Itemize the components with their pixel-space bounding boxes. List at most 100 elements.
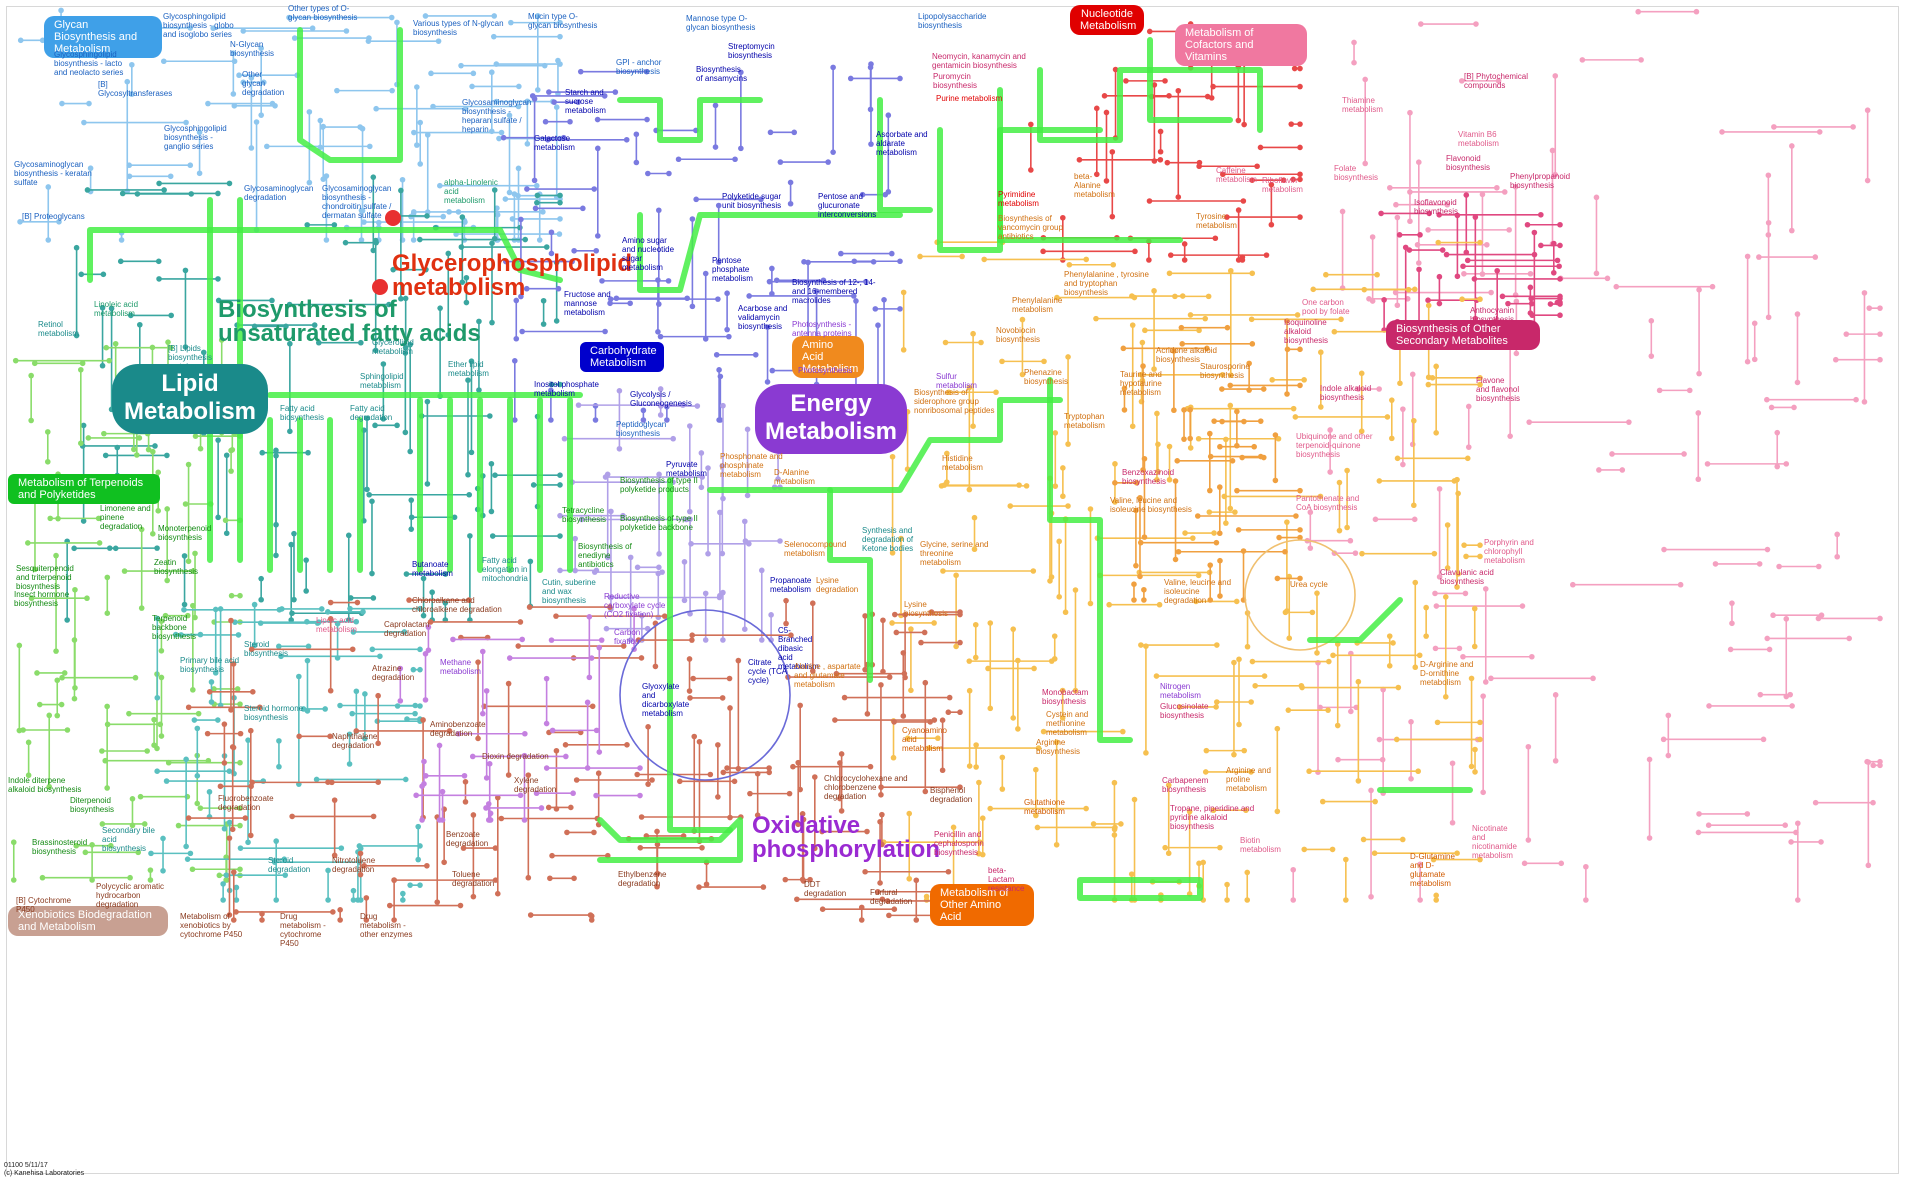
pathway-label-galactose[interactable]: Galactose metabolism	[534, 134, 575, 152]
pathway-label-cyanoamino[interactable]: Cyanoamino acid metabolism	[902, 726, 947, 753]
pathway-label-tetracycline[interactable]: Tetracycline biosynthesis	[562, 506, 607, 524]
pathway-label-beta-lactam[interactable]: beta-Lactam resistance	[988, 866, 1025, 893]
pathway-label-novobiocin[interactable]: Novobiocin biosynthesis	[996, 326, 1041, 344]
pathway-label-photosynthesis[interactable]: Photosynthesis	[798, 366, 853, 375]
pathway-label-siderophore[interactable]: Biosynthesis of siderophore group nonrib…	[914, 388, 995, 415]
pathway-label-carbapenem[interactable]: Carbapenem biosynthesis	[1162, 776, 1209, 794]
pathway-label-glycosphingolipid-globo[interactable]: Glycosphingolipid biosynthesis - globo a…	[163, 12, 234, 39]
pathway-label-primary-bile[interactable]: Primary bile acid biosynthesis	[180, 656, 240, 674]
pathway-label-glycosaminoglycan-heparan[interactable]: Glycosaminoglycan biosynthesis - heparan…	[462, 98, 532, 134]
pathway-label-alpha-linolenic[interactable]: alpha-Linolenic acid metabolism	[444, 178, 498, 205]
pathway-label-limonene[interactable]: Limonene and pinene degradation	[100, 504, 151, 531]
category-cofactors[interactable]: Metabolism of Cofactors and Vitamins	[1175, 24, 1307, 66]
pathway-label-inositol-phosphate[interactable]: Inositol phosphate metabolism	[534, 380, 599, 398]
pathway-label-acridone[interactable]: Acridone alkaloid biosynthesis	[1156, 346, 1217, 364]
pathway-label-glycosyltransferases[interactable]: [B] Glycosyltransferases	[98, 80, 173, 98]
pathway-label-arginine-bio[interactable]: Arginine biosynthesis	[1036, 738, 1081, 756]
category-xenobiotics[interactable]: Xenobiotics Biodegradation and Metabolis…	[8, 906, 168, 936]
pathway-label-pentose-phosphate[interactable]: Pentose phosphate metabolism	[712, 256, 753, 283]
pathway-label-vitamin-b6[interactable]: Vitamin B6 metabolism	[1458, 130, 1499, 148]
pathway-label-biotin[interactable]: Biotin metabolism	[1240, 836, 1281, 854]
pathway-label-terpenoid-backbone[interactable]: Terpenoid backbone biosynthesis	[152, 614, 197, 641]
pathway-label-lipoic[interactable]: Lipoic acid metabolism	[316, 616, 357, 634]
pathway-label-purine[interactable]: Purine metabolism	[936, 94, 1003, 103]
pathway-label-folate[interactable]: Folate biosynthesis	[1334, 164, 1379, 182]
pathway-label-caffeine[interactable]: Caffeine metabolism	[1216, 166, 1257, 184]
pathway-label-vancomycin[interactable]: Biosynthesis of vancomycin group antibio…	[998, 214, 1063, 241]
category-lipid[interactable]: Lipid Metabolism	[112, 364, 268, 434]
pathway-label-fatty-acid-elongation[interactable]: Fatty acid elongation in mitochondria	[482, 556, 528, 583]
pathway-label-gpi-anchor[interactable]: GPI - anchor biosynthesis	[616, 58, 662, 76]
pathway-label-linoleic[interactable]: Linoleic acid metabolism	[94, 300, 139, 318]
pathway-label-monoterpenoid[interactable]: Monoterpenoid biosynthesis	[158, 524, 212, 542]
pathway-label-glyoxylate[interactable]: Glyoxylate and dicarboxylate metabolism	[642, 682, 690, 718]
pathway-label-n-glycan[interactable]: N-Glycan biosynthesis	[230, 40, 275, 58]
pathway-label-propanoate[interactable]: Propanoate metabolism	[770, 576, 812, 594]
pathway-label-penicillin[interactable]: Penicillin and cephalosporin biosynthesi…	[934, 830, 984, 857]
pathway-label-cys-met[interactable]: Cystein and methionine metabolism	[1046, 710, 1089, 737]
pathway-label-secondary-bile[interactable]: Secondary bile acid biosynthesis	[102, 826, 155, 853]
pathway-label-glycolysis[interactable]: Glycolysis / Gluconeogenesis	[630, 390, 692, 408]
pathway-label-o-glycan-other[interactable]: Other types of O-glycan biosynthesis	[288, 4, 358, 22]
pathway-label-glycosaminoglycan-chondroitin[interactable]: Glycosaminoglycan biosynthesis - chondro…	[322, 184, 392, 220]
pathway-label-ansamycins[interactable]: Biosynthesis of ansamycins	[696, 65, 748, 83]
pathway-label-other-glycan-deg[interactable]: Other glycan degradation	[242, 70, 285, 97]
pathway-label-flavonoid[interactable]: Flavonoid biosynthesis	[1446, 154, 1491, 172]
pathway-label-riboflavin[interactable]: Riboflavin metabolism	[1262, 176, 1303, 194]
pathway-label-glycerolipid[interactable]: Glycerolipid metabolism	[372, 338, 414, 356]
pathway-label-aminobenzoate[interactable]: Aminobenzoate degradation	[430, 720, 486, 738]
pathway-label-monobactam[interactable]: Monobactam biosynthesis	[1042, 688, 1089, 706]
pathway-label-tyrosine[interactable]: Tyrosine metabolism	[1196, 212, 1237, 230]
pathway-label-glycosphingolipid-ganglio[interactable]: Glycosphingolipid biosynthesis - ganglio…	[164, 124, 227, 151]
pathway-label-polyketide-sugar[interactable]: Polyketide sugar unit biosynthesis	[722, 192, 782, 210]
pathway-label-nitrotoluene[interactable]: Nitrotoluene degradation	[332, 856, 376, 874]
pathway-label-d-glutamine[interactable]: D-Glutamine and D-glutamate metabolism	[1410, 852, 1455, 888]
pathway-label-cytochrome-p450[interactable]: [B] Cytochrome P450	[16, 896, 72, 914]
pathway-label-lysine-deg[interactable]: Lysine degradation	[816, 576, 859, 594]
pathway-label-porphyrin[interactable]: Porphyrin and chlorophyll metabolism	[1484, 538, 1534, 565]
pathway-label-atrazine[interactable]: Atrazine degradation	[372, 664, 415, 682]
pathway-label-caprolactam[interactable]: Caprolactam degradation	[384, 620, 430, 638]
pathway-label-glycosaminoglycan-deg[interactable]: Glycosaminoglycan degradation	[244, 184, 314, 202]
pathway-label-flavone[interactable]: Flavone and flavonol biosynthesis	[1476, 376, 1521, 403]
pathway-label-lipids-biosynthesis[interactable]: [B] Lipids biosynthesis proteins	[168, 344, 213, 371]
pathway-label-proteoglycans[interactable]: [B] Proteoglycans	[22, 212, 85, 221]
category-carbohydrate[interactable]: Carbohydrate Metabolism	[580, 342, 664, 372]
category-secondary[interactable]: Biosynthesis of Other Secondary Metaboli…	[1386, 320, 1540, 350]
pathway-label-peptidoglycan[interactable]: Peptidoglycan biosynthesis	[616, 420, 667, 438]
pathway-label-chlorocyclohexane[interactable]: Chlorocyclohexane and chlorobenzene degr…	[824, 774, 908, 801]
pathway-label-nicotinate[interactable]: Nicotinate and nicotinamide metabolism	[1472, 824, 1517, 860]
pathway-label-xylene[interactable]: Xylene degradation	[514, 776, 557, 794]
pathway-label-nitrogen[interactable]: Nitrogen metabolism	[1160, 682, 1201, 700]
pathway-label-acarbose[interactable]: Acarbose and validamycin biosynthesis	[738, 304, 788, 331]
pathway-label-sulfur[interactable]: Sulfur metabolism	[936, 372, 977, 390]
pathway-label-n-glycan-various[interactable]: Various types of N-glycan biosynthesis	[413, 19, 504, 37]
pathway-label-diterpenoid[interactable]: Diterpenoid biosynthesis	[70, 796, 115, 814]
pathway-label-val-leu-ile-bio[interactable]: Valine, leucine and isoleucine biosynthe…	[1110, 496, 1192, 514]
pathway-label-brassinosteroid[interactable]: Brassinosteroid biosynthesis	[32, 838, 88, 856]
pathway-label-benzoate[interactable]: Benzoate degradation	[446, 830, 489, 848]
pathway-label-steroid-bio[interactable]: Steroid biosynthesis	[244, 640, 289, 658]
pathway-label-pentose-glucuronate[interactable]: Pentose and glucuronate interconversions	[818, 192, 877, 219]
pathway-label-phosphonate[interactable]: Phosphonate and phosphinate metabolism	[720, 452, 783, 479]
pathway-label-streptomycin[interactable]: Streptomycin biosynthesis	[728, 42, 775, 60]
pathway-label-ethylbenzene[interactable]: Ethylbenzene degradation	[618, 870, 667, 888]
category-terpenoids[interactable]: Metabolism of Terpenoids and Polyketides	[8, 474, 160, 504]
pathway-label-tryptophan[interactable]: Tryptophan metabolism	[1064, 412, 1105, 430]
pathway-label-selenocompound[interactable]: Selenocompound metabolism	[784, 540, 847, 558]
pathway-label-bisphenol[interactable]: Bisphenol degradation	[930, 786, 973, 804]
pathway-label-glycosaminoglycan-keratan[interactable]: Glycosaminoglycan biosynthesis - keratan…	[14, 160, 92, 187]
pathway-label-phenylpropanoid[interactable]: Phenylpropanoid biosynthesis	[1510, 172, 1571, 190]
pathway-label-amino-nucleotide-sugar[interactable]: Amino sugar and nucleotide sugar metabol…	[622, 236, 675, 272]
pathway-label-phenazine[interactable]: Phenazine biosynthesis	[1024, 368, 1069, 386]
pathway-label-glycosphingolipid-lacto[interactable]: Glycosphingolipid biosynthesis - lacto a…	[54, 50, 124, 77]
pathway-label-polyketide-ii-backbone[interactable]: Biosynthesis of type II polyketide backb…	[620, 514, 698, 532]
category-energy[interactable]: Energy Metabolism	[755, 384, 907, 454]
pathway-label-val-leu-ile-deg[interactable]: Valine, leucine and isoleucine degradati…	[1164, 578, 1232, 605]
pathway-label-insect-hormone[interactable]: Insect hormone biosynthesis	[14, 590, 70, 608]
pathway-label-cutin[interactable]: Cutin, suberine and wax biosynthesis	[542, 578, 596, 605]
highlight-glycerophospholipid[interactable]: Glycerophospholipid metabolism	[392, 252, 652, 300]
pathway-label-zeatin[interactable]: Zeatin biosynthesis	[154, 558, 199, 576]
pathway-label-clavulanic[interactable]: Clavulanic acid biosynthesis	[1440, 568, 1494, 586]
pathway-label-phytochemical[interactable]: [B] Phytochemical compounds	[1464, 72, 1529, 90]
